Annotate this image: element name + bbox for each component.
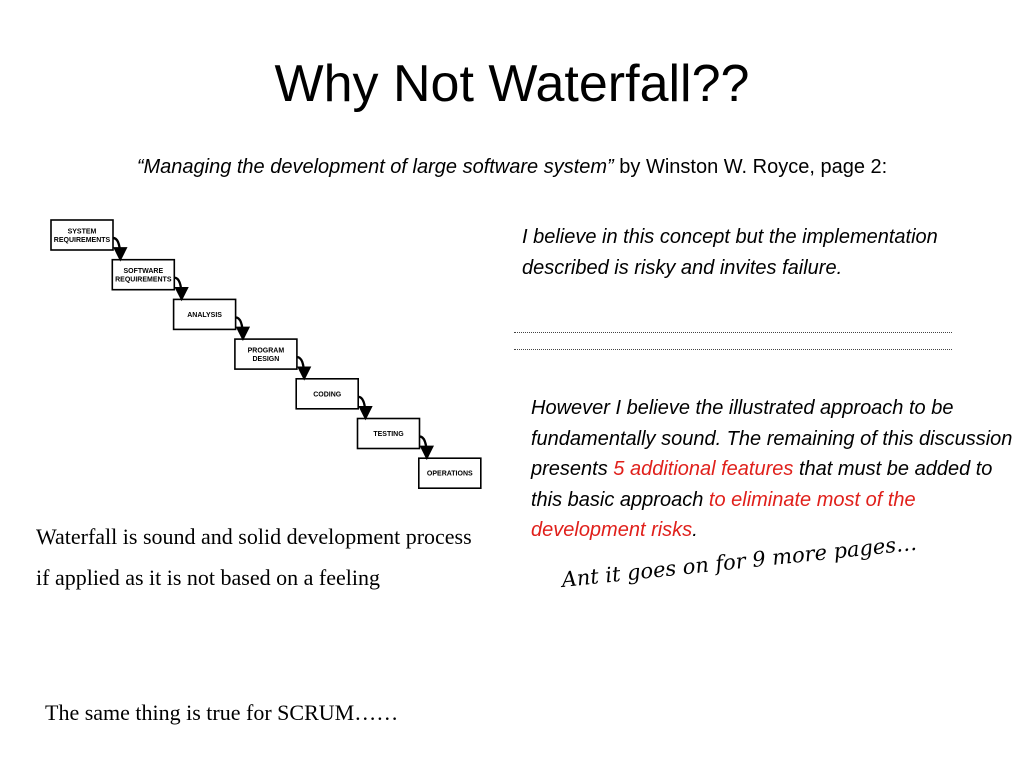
waterfall-step: ANALYSIS [172,298,237,331]
waterfall-step: OPERATIONS [417,457,482,489]
waterfall-step: TESTING [356,417,421,450]
step-box [417,457,482,489]
waterfall-step: SYSTEM REQUIREMENTS [50,219,114,251]
step-box [172,298,237,331]
step-label: CODING [313,391,342,398]
reference-line: “Managing the development of large softw… [0,156,1024,179]
waterfall-step: PROGRAM DESIGN [234,338,298,370]
flow-arrow [296,355,312,381]
royce-quote-approach: However I believe the illustrated approa… [531,393,1017,546]
flow-arrow [174,276,189,302]
step-label: SOFTWARE [123,268,163,275]
quote-text: However I believe the illustrated approa… [531,397,1013,480]
step-label: SYSTEM [68,228,97,235]
step-label: REQUIREMENTS [54,237,111,244]
flow-arrow [357,395,373,421]
paper-title: “Managing the development of large softw… [136,156,614,178]
step-box [50,219,114,251]
waterfall-step: CODING [295,378,359,410]
step-label: DESIGN [252,356,279,363]
highlight-risks: to eliminate most of the development ris… [531,488,916,542]
flow-arrow [235,316,251,341]
quote-text: . [692,519,698,541]
step-box [234,338,298,370]
dotted-separator [514,349,952,350]
step-box [295,378,359,410]
flow-arrow [112,236,128,262]
step-label: TESTING [373,431,404,438]
step-box [111,258,176,291]
waterfall-opinion: Waterfall is sound and solid development… [36,524,472,590]
highlight-features: 5 additional features [613,458,794,480]
step-label: PROGRAM [248,347,285,354]
step-label: REQUIREMENTS [115,276,172,283]
step-label: ANALYSIS [187,312,222,319]
quote-text: that must be added to this basic approac… [531,458,993,511]
flow-arrow [419,435,434,461]
slide-title: Why Not Waterfall?? [274,55,750,113]
step-label: OPERATIONS [427,471,473,478]
waterfall-diagram: SYSTEMREQUIREMENTSSOFTWAREREQUIREMENTSAN… [50,219,482,489]
royce-quote-risk: I believe in this concept but the implem… [522,226,938,279]
paper-author-page: by Winston W. Royce, page 2: [613,156,888,178]
dotted-separator [514,332,952,333]
scrum-note: The same thing is true for SCRUM…… [45,700,399,725]
step-box [356,417,421,450]
